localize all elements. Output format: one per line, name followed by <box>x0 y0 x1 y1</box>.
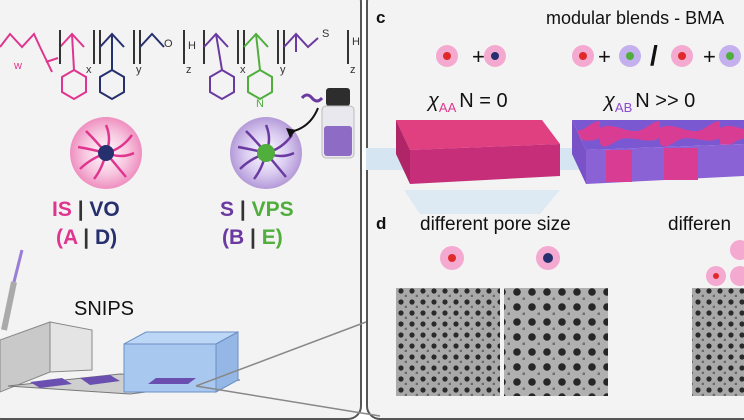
sep-3: | <box>239 198 246 221</box>
label-vo: VO <box>89 198 120 221</box>
label-s: S <box>220 198 235 221</box>
label-b: (B <box>222 226 245 249</box>
micelle-e-1 <box>619 45 641 67</box>
subscript-y-1: y <box>136 64 142 76</box>
sep-4: | <box>250 226 256 249</box>
subscript-x-1: x <box>86 64 92 76</box>
chi-aa-subscript: AA <box>438 100 457 115</box>
chi-ab-subscript: AB <box>614 100 633 115</box>
different-heading-cut: differen <box>668 214 732 235</box>
micelle-small-pore <box>440 246 464 270</box>
panel-c-label: c <box>376 8 386 27</box>
micelle-a-3 <box>671 45 693 67</box>
polymer-squiggle <box>300 93 324 103</box>
plus-sign-2: + <box>598 44 611 69</box>
label-b-e: (B | E) <box>222 226 283 250</box>
micelle-stack <box>706 240 744 286</box>
film-aa <box>396 120 560 184</box>
label-d: D) <box>94 226 118 249</box>
sep-1: | <box>77 198 84 221</box>
label-is-vo: IS | VO <box>52 198 120 222</box>
label-vps: VPS <box>251 198 294 221</box>
chi-ab-value: N >> 0 <box>635 90 696 112</box>
micelle-s-vps <box>230 117 302 189</box>
chem-structure-1 <box>0 30 185 101</box>
hydrogen-2: H <box>352 36 360 48</box>
micelle-is-vo <box>70 117 142 189</box>
connector-line-2 <box>195 385 381 417</box>
syringe-icon <box>1 249 24 331</box>
sem-image-large-pore <box>504 288 608 396</box>
arrow-curve <box>289 107 319 133</box>
panel-c-title: modular blends - BMA <box>546 8 725 28</box>
light-beam-1 <box>404 190 560 214</box>
chi-aa-symbol: χ <box>428 90 439 112</box>
slash-separator: / <box>650 40 658 71</box>
label-e: E) <box>261 226 283 249</box>
label-a: (A <box>56 226 78 249</box>
label-a-d: (A | D) <box>56 226 117 250</box>
subscript-y-2: y <box>280 64 286 76</box>
vial-icon <box>321 88 355 159</box>
panel-d-label: d <box>376 214 387 233</box>
micelle-large-pore <box>536 246 560 270</box>
casting-knife <box>0 321 93 393</box>
micelle-e-2 <box>719 45 741 67</box>
water-bath <box>123 331 239 393</box>
pyridine-nitrogen: N <box>256 98 264 110</box>
hydrogen-1: H <box>188 40 196 52</box>
sem-image-partial <box>692 288 744 396</box>
micelle-a-2 <box>572 45 594 67</box>
oxygen-atom: O <box>164 38 173 50</box>
chi-aa-value: N = 0 <box>459 90 508 112</box>
chi-ab-symbol: χ <box>604 90 615 112</box>
label-is: IS <box>52 198 72 221</box>
micelle-d-1 <box>484 45 506 67</box>
micelle-a-1 <box>436 45 458 67</box>
film-ab <box>572 120 744 184</box>
arrow-head <box>286 128 296 138</box>
subscript-w: w <box>14 60 22 72</box>
subscript-z-2: z <box>350 64 356 76</box>
chem-structure-2 <box>203 30 349 101</box>
sem-image-small-pore <box>396 288 500 396</box>
snips-label: SNIPS <box>74 298 135 320</box>
connector-line-1 <box>195 321 367 387</box>
plus-sign-1: + <box>472 44 485 69</box>
sep-2: | <box>83 226 90 249</box>
label-s-vps: S | VPS <box>220 198 294 222</box>
plus-sign-3: + <box>703 44 716 69</box>
subscript-z-1: z <box>186 64 192 76</box>
pore-size-heading: different pore size <box>420 214 571 235</box>
sulfur-atom: S <box>322 28 330 40</box>
subscript-x-2: x <box>240 64 246 76</box>
